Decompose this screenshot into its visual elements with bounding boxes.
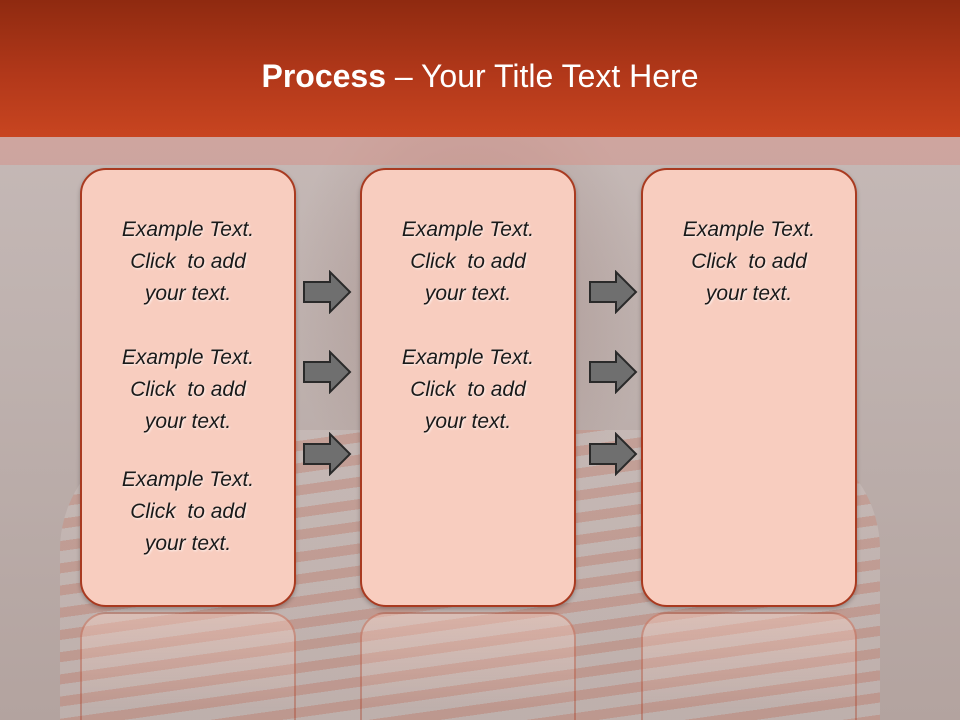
- process-box-1-reflection: [80, 612, 296, 720]
- text-block[interactable]: Example Text. Click to add your text.: [82, 464, 294, 560]
- text-line: Click to add: [410, 378, 526, 401]
- right-arrow-icon: [589, 270, 638, 314]
- right-arrow-icon: [303, 432, 352, 476]
- text-line: Example Text.: [401, 218, 535, 241]
- text-line: Click to add: [130, 250, 246, 273]
- text-block[interactable]: Example Text. Click to add your text.: [82, 342, 294, 438]
- header-band: [0, 137, 960, 165]
- text-line: Click to add: [130, 500, 246, 523]
- title-rest: – Your Title Text Here: [386, 58, 699, 94]
- slide-header: [0, 0, 960, 137]
- text-line: Example Text.: [682, 218, 816, 241]
- text-block[interactable]: Example Text. Click to add your text.: [82, 214, 294, 310]
- process-box-1[interactable]: Example Text. Click to add your text. Ex…: [80, 168, 296, 607]
- text-block[interactable]: Example Text. Click to add your text.: [362, 342, 574, 438]
- text-line: Click to add: [130, 378, 246, 401]
- process-box-3[interactable]: Example Text. Click to add your text.: [641, 168, 857, 607]
- text-block[interactable]: Example Text. Click to add your text.: [362, 214, 574, 310]
- process-box-2[interactable]: Example Text. Click to add your text. Ex…: [360, 168, 576, 607]
- right-arrow-icon: [303, 270, 352, 314]
- text-line: your text.: [424, 282, 512, 305]
- text-block[interactable]: Example Text. Click to add your text.: [643, 214, 855, 310]
- text-line: your text.: [144, 410, 232, 433]
- right-arrow-icon: [303, 350, 352, 394]
- text-line: Example Text.: [401, 346, 535, 369]
- slide-title[interactable]: Process – Your Title Text Here: [0, 54, 960, 98]
- process-box-2-reflection: [360, 612, 576, 720]
- title-bold-part: Process: [261, 58, 387, 94]
- text-line: Example Text.: [121, 218, 255, 241]
- process-box-3-reflection: [641, 612, 857, 720]
- text-line: Click to add: [410, 250, 526, 273]
- right-arrow-icon: [589, 350, 638, 394]
- text-line: your text.: [424, 410, 512, 433]
- text-line: your text.: [144, 532, 232, 555]
- text-line: Example Text.: [121, 468, 255, 491]
- text-line: Click to add: [691, 250, 807, 273]
- text-line: Example Text.: [121, 346, 255, 369]
- right-arrow-icon: [589, 432, 638, 476]
- text-line: your text.: [144, 282, 232, 305]
- text-line: your text.: [705, 282, 793, 305]
